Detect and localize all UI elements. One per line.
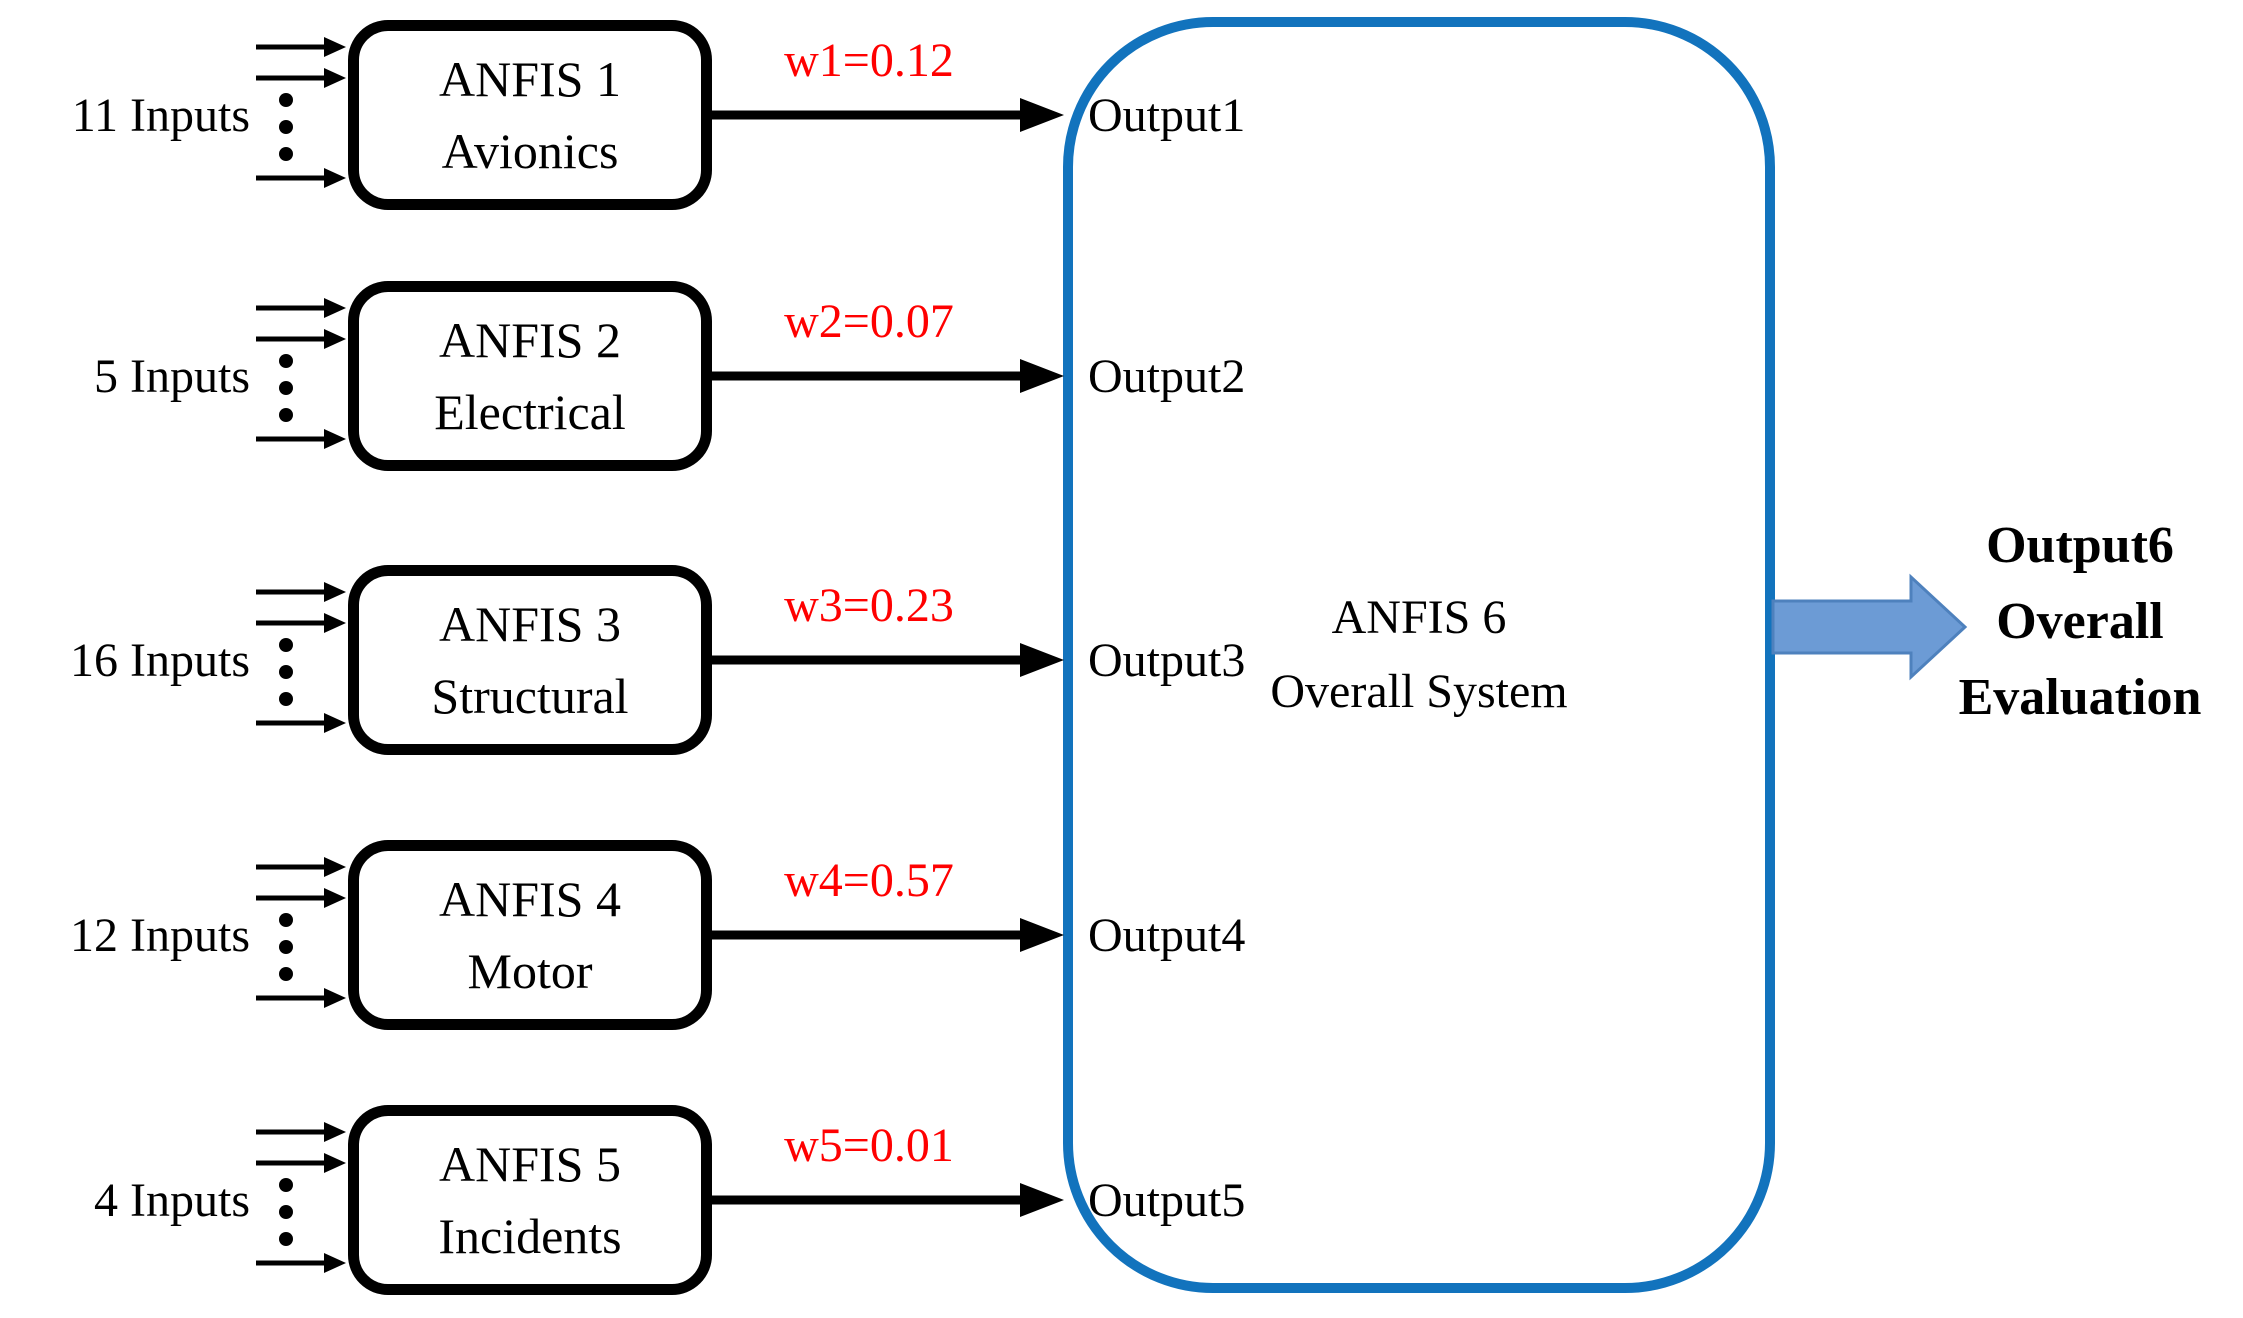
module-row-anfis2: 5 Inputs ANFIS 2 Electrical w2=0.07 Outp… [0,281,2243,471]
anfis-module-title: ANFIS 1 [439,51,621,107]
inputs-count-label: 4 Inputs [94,1173,250,1227]
weight-label: w1=0.12 [784,33,954,87]
anfis-module-subtitle: Avionics [441,123,619,179]
anfis6-aggregator-label: ANFIS 6 Overall System [1270,581,1567,729]
final-output-arrow-icon [1771,573,1968,681]
module-row-anfis5: 4 Inputs ANFIS 5 Incidents w5=0.01 Outpu… [0,1105,2243,1295]
anfis-module-box: ANFIS 3 Structural [348,565,712,755]
weighted-output-arrow-icon [712,98,1064,132]
anfis-module-box: ANFIS 1 Avionics [348,20,712,210]
weighted-output-arrow-icon [712,1183,1064,1217]
module-row-anfis3: 16 Inputs ANFIS 3 Structural w3=0.23 Out… [0,565,2243,755]
module-row-anfis1: 11 Inputs ANFIS 1 Avionics w1=0.12 Outpu… [0,20,2243,210]
inputs-count-label: 12 Inputs [70,908,250,962]
output-label: Output4 [1088,908,1246,962]
weight-label: w3=0.23 [784,578,954,632]
anfis6-subtitle: Overall System [1270,665,1568,718]
output-label: Output2 [1088,349,1246,403]
anfis-module-subtitle: Electrical [434,384,626,440]
final-output-label: Output6 Overall Evaluation [1925,508,2235,736]
weighted-output-arrow-icon [712,918,1064,952]
weight-label: w2=0.07 [784,294,954,348]
inputs-count-label: 5 Inputs [94,349,250,403]
anfis-module-title: ANFIS 4 [439,871,621,927]
module-row-anfis4: 12 Inputs ANFIS 4 Motor w4=0.57 Output4 [0,840,2243,1030]
weighted-output-arrow-icon [712,359,1064,393]
anfis6-title: ANFIS 6 [1331,591,1507,644]
inputs-count-label: 11 Inputs [71,88,250,142]
anfis-module-subtitle: Motor [467,943,593,999]
input-arrows-icon [256,298,346,449]
anfis-module-box: ANFIS 5 Incidents [348,1105,712,1295]
anfis-module-subtitle: Structural [431,668,629,724]
anfis-module-box: ANFIS 4 Motor [348,840,712,1030]
anfis-module-title: ANFIS 5 [439,1136,621,1192]
input-arrows-icon [256,582,346,733]
final-output-line3: Evaluation [1958,669,2202,726]
output-label: Output3 [1088,633,1246,687]
output-label: Output5 [1088,1173,1246,1227]
weight-label: w5=0.01 [784,1118,954,1172]
output-label: Output1 [1088,88,1246,142]
input-arrows-icon [256,1122,346,1273]
weighted-output-arrow-icon [712,643,1064,677]
anfis-module-title: ANFIS 2 [439,312,621,368]
anfis-module-subtitle: Incidents [438,1208,622,1264]
final-output-line1: Output6 [1986,517,2174,574]
final-output-line2: Overall [1996,593,2164,650]
anfis6-aggregator-box: ANFIS 6 Overall System [1063,17,1775,1293]
input-arrows-icon [256,37,346,188]
inputs-count-label: 16 Inputs [70,633,250,687]
anfis-module-title: ANFIS 3 [439,596,621,652]
anfis-module-box: ANFIS 2 Electrical [348,281,712,471]
input-arrows-icon [256,857,346,1008]
weight-label: w4=0.57 [784,853,954,907]
